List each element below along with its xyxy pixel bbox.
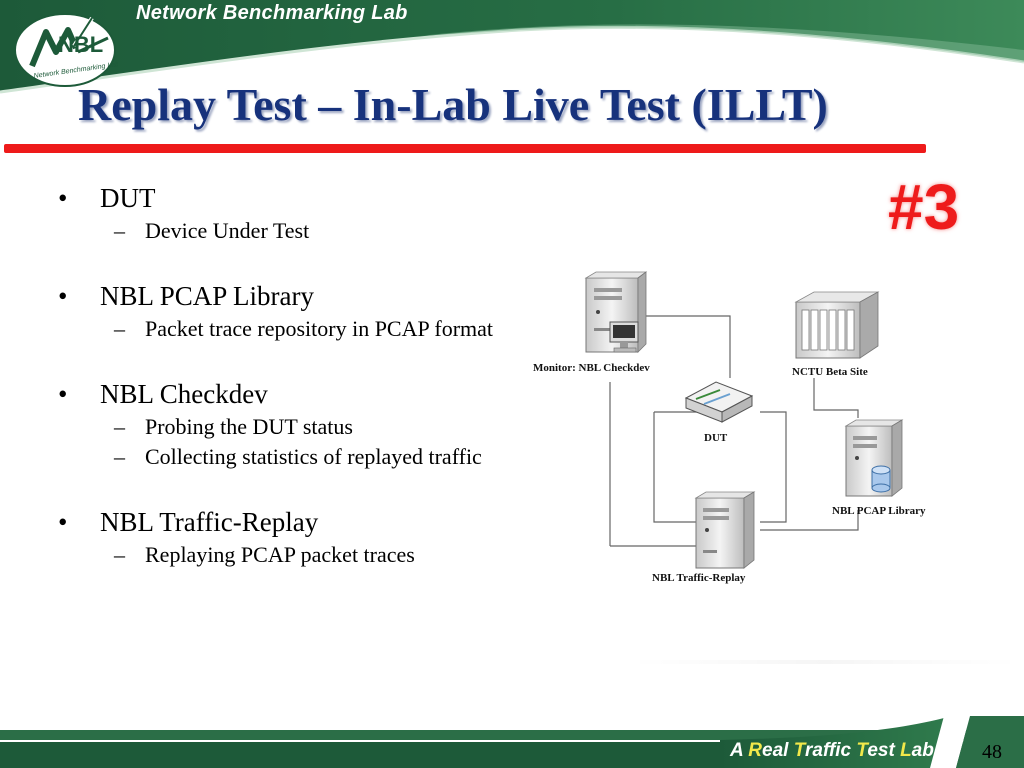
bullet-group-dut: DUT Device Under Test <box>58 182 508 244</box>
bullet-group-checkdev: NBL Checkdev Probing the DUT status Coll… <box>58 378 508 470</box>
bullet: NBL Traffic-Replay <box>58 506 508 538</box>
sub-bullet: Probing the DUT status <box>58 414 508 440</box>
router-icon <box>684 381 754 423</box>
bullet: DUT <box>58 182 508 214</box>
database-icon <box>871 465 891 493</box>
server-icon <box>694 491 756 569</box>
logo-initials: NBL <box>58 32 103 57</box>
monitor-label: Monitor: NBL Checkdev <box>533 362 650 374</box>
page-number: 48 <box>982 741 1002 763</box>
footer-band <box>0 716 1024 768</box>
rack-server-icon <box>794 291 880 359</box>
network-diagram: Monitor: NBL Checkdev NCTU Beta Site DUT… <box>528 270 948 590</box>
reflection <box>630 660 1020 664</box>
sub-bullet: Device Under Test <box>58 218 508 244</box>
slide-badge: #3 <box>888 171 960 243</box>
bullet: NBL PCAP Library <box>58 280 508 312</box>
title-underline <box>4 144 926 153</box>
bullet: NBL Checkdev <box>58 378 508 410</box>
bullet-list: DUT Device Under Test NBL PCAP Library P… <box>58 182 508 604</box>
header-band <box>0 0 1024 94</box>
traffic-replay-label: NBL Traffic-Replay <box>652 572 746 584</box>
bullet-group-pcap-library: NBL PCAP Library Packet trace repository… <box>58 280 508 342</box>
logo-icon: NBL Network Benchmarking Lab <box>14 13 118 87</box>
sub-bullet: Replaying PCAP packet traces <box>58 542 508 568</box>
nctu-label: NCTU Beta Site <box>792 366 868 378</box>
lab-name: Network Benchmarking Lab <box>136 2 408 24</box>
dut-label: DUT <box>704 432 728 444</box>
pcap-library-label: NBL PCAP Library <box>832 505 926 517</box>
sub-bullet: Collecting statistics of replayed traffi… <box>58 444 508 470</box>
connection-lines <box>609 315 859 547</box>
footer-tagline: A Real Traffic Test Lab <box>730 740 934 761</box>
sub-bullet: Packet trace repository in PCAP format <box>58 316 508 342</box>
bullet-group-traffic-replay: NBL Traffic-Replay Replaying PCAP packet… <box>58 506 508 568</box>
slide-title: Replay Test – In-Lab Live Test (ILLT) <box>78 79 828 130</box>
